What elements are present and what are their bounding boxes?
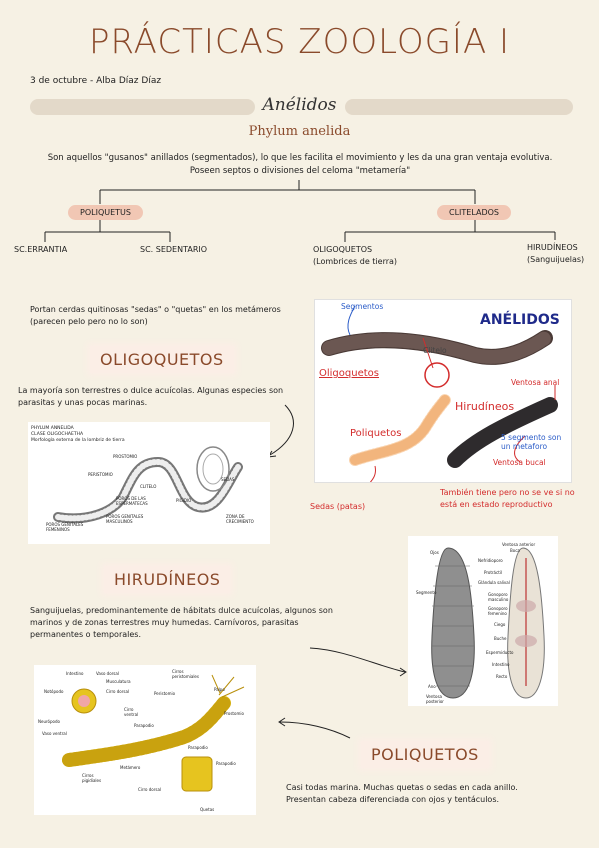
leech-label-5: Boca <box>510 548 520 553</box>
poli-label-7: Peristomio <box>154 691 176 696</box>
leaf-sc-errantia: SC.ERRANTIA <box>14 245 68 254</box>
earthworm-label-2: Morfología externa de la lombriz de tier… <box>31 438 125 443</box>
leech-label-11: Ciego <box>494 622 506 627</box>
title-bar-left <box>30 99 255 115</box>
oligoquetos-text: La mayoría son terrestres o dulce acuíco… <box>18 386 284 407</box>
poli-label-4: Palpo <box>214 687 225 692</box>
leaf-hirudineos-name: HIRUDÍNEOS <box>527 243 578 252</box>
poli-label-6: Cirro dorsal <box>106 689 130 694</box>
date-author: 3 de octubre - Alba Díaz Díaz <box>30 76 162 86</box>
earthworm-label-7: POROS DE LAS ESPERMATECAS <box>116 496 148 506</box>
leech-label-15: Recto <box>496 674 508 679</box>
poli-label-17: Parapodio <box>216 761 236 766</box>
leaf-oligoquetos-name: OLIGOQUETOS <box>313 245 373 254</box>
earthworm-label-3: PROSTOMIO <box>113 454 138 459</box>
annelids-figure-title: ANÉLIDOS <box>480 312 560 328</box>
label-clitelo: Clitelo <box>423 346 447 355</box>
heading-poliquetos: POLIQUETOS <box>361 741 489 768</box>
leech-label-13: Espermiducto <box>486 650 514 655</box>
leech-label-12: Buche <box>494 636 507 641</box>
leaf-hirudineos: HIRUDÍNEOS (Sanguijuelas) <box>527 242 584 266</box>
leech-label-6: Nefridioporo <box>478 558 503 563</box>
leech-label-8: Glándula salival <box>478 580 510 585</box>
circle-highlight-icon <box>424 362 450 388</box>
leech-label-1: Segmento <box>416 590 437 595</box>
annelids-drawing <box>321 305 558 482</box>
earthworm-diagram: PHYLUM ANNELIDA CLASE OLIGOCHAETHA Morfo… <box>28 422 270 544</box>
leech-diagram: Ojos Segmento Ano Ventosa posterior Vent… <box>408 536 558 706</box>
poliquetos-text: Casi todas marina. Muchas quetas o sedas… <box>286 783 518 804</box>
leech-label-10: Gonoporo femenino <box>488 606 508 616</box>
earthworm-label-0: PHYLUM ANNELIDA <box>31 426 74 431</box>
pill-poliquetus: POLIQUETUS <box>68 205 143 220</box>
leech-drawing <box>431 547 545 699</box>
pill-clitelados: CLITELADOS <box>437 205 511 220</box>
poli-label-16: Quetas <box>200 807 215 812</box>
leaf-sc-sedentario: SC. SEDENTARIO <box>140 245 208 254</box>
label-oligoquetos: Oligoquetos <box>319 368 379 379</box>
leaf-hirudineos-sub: (Sanguijuelas) <box>527 255 585 264</box>
section-title: Anélidos <box>262 95 337 115</box>
poli-label-1: Vaso dorsal <box>96 671 119 676</box>
cerdas-note: Portan cerdas quitinosas "sedas" o "quet… <box>30 305 281 326</box>
poli-label-9: Neurópodo <box>38 719 60 724</box>
annelids-figure: ANÉLIDOS Segmentos Clitelo Oligoquetos V… <box>314 299 572 483</box>
leech-label-14: Intestino <box>492 662 510 667</box>
label-poliquetos: Poliquetos <box>350 428 402 439</box>
heading-oligoquetos: OLIGOQUETOS <box>90 346 234 373</box>
poli-label-2: Musculatura <box>106 679 131 684</box>
leaf-oligoquetos: OLIGOQUETOS (Lombrices de tierra) <box>313 244 397 268</box>
poli-label-5: Notópodo <box>44 689 64 694</box>
leech-label-3: Ventosa posterior <box>426 694 444 704</box>
earthworm-label-6: SEDAS <box>221 477 235 482</box>
earthworm-label-4: PERISTOMIO <box>88 472 113 477</box>
poli-label-13: Metámero <box>120 765 141 770</box>
earthworm-label-8: POROS GENITALES MASCULINOS <box>106 514 144 524</box>
page-title: PRÁCTICAS ZOOLOGÍA I <box>88 22 511 62</box>
label-ventosa-bucal: Ventosa bucal <box>493 458 546 467</box>
hirudineos-text: Sanguijuelas, predominantemente de hábit… <box>30 606 333 639</box>
poli-label-11: Parapodio <box>134 723 154 728</box>
heading-hirudineos: HIRUDÍNEOS <box>104 566 231 593</box>
earthworm-label-5: CLITELO <box>140 484 157 489</box>
leech-label-4: Ventosa anterior <box>502 542 536 547</box>
leech-label-7: Protráctil <box>484 570 502 575</box>
polychaete-diagram: Intestino Vaso dorsal Musculatura Cirros… <box>34 665 256 815</box>
intro-text: Son aquellos "gusanos" anillados (segmen… <box>40 152 560 178</box>
poli-label-10: Cirro ventral <box>124 707 139 717</box>
earthworm-header: PHYLUM ANNELIDA CLASE OLIGOCHAETHA Morfo… <box>31 426 125 444</box>
label-segmentos: Segmentos <box>341 302 384 311</box>
leech-label-9: Gonoporo masculino <box>488 592 509 602</box>
leaf-oligoquetos-sub: (Lombrices de tierra) <box>313 257 398 266</box>
title-bar-right <box>345 99 573 115</box>
earthworm-label-9: PIGIDIO <box>176 498 192 503</box>
phylum-subtitle: Phylum anelida <box>248 124 351 139</box>
poli-label-18: Parapodio <box>188 745 208 750</box>
label-hirudineos: Hirudíneos <box>455 400 515 413</box>
earthworm-drawing <box>53 446 243 524</box>
poli-label-8: Prostomio <box>224 711 244 716</box>
intro-line-2: Poseen septos o divisiones del celoma "m… <box>189 166 411 176</box>
poli-label-15: Cirro dorsal <box>138 787 162 792</box>
poli-label-12: Vaso ventral <box>42 731 67 736</box>
label-segmento-metaforo: 5 segmento son un metaforo <box>501 433 562 451</box>
poli-label-0: Intestino <box>66 671 84 676</box>
sedas-note: Sedas (patas) <box>310 502 366 511</box>
earthworm-label-11: ZONA DE CRECIMIENTO <box>226 514 254 524</box>
leech-label-0: Ojos <box>430 550 439 555</box>
intro-line-1: Son aquellos "gusanos" anillados (segmen… <box>47 153 553 163</box>
earthworm-label-1: CLASE OLIGOCHAETHA <box>31 432 84 437</box>
polychaete-drawing <box>62 674 245 792</box>
poli-label-3: Cirros peristomiales <box>172 669 199 679</box>
leech-label-2: Ano <box>428 684 436 689</box>
clitelo-note: También tiene pero no se ve si no está e… <box>440 488 575 509</box>
poli-label-14: Cirros pigidiales <box>82 773 102 783</box>
earthworm-label-10: POROS GENITALES FEMENINOS <box>46 522 84 532</box>
label-ventosa-anal: Ventosa anal <box>511 378 560 387</box>
